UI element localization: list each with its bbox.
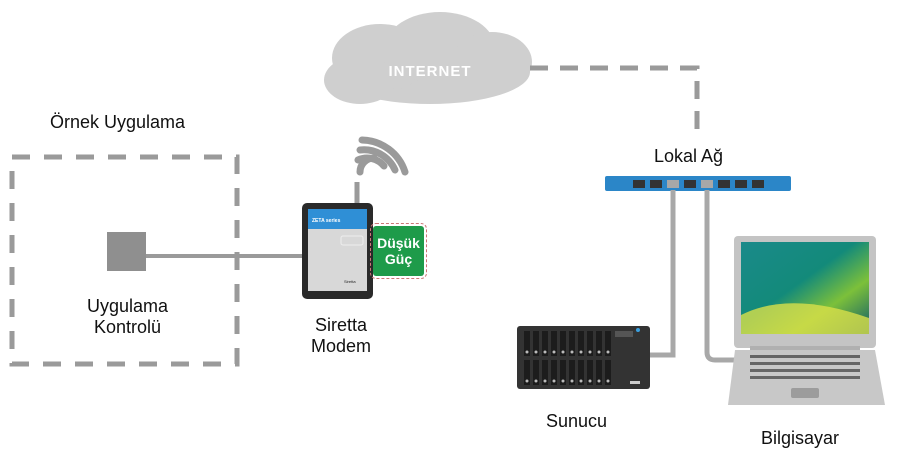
switch-server-cable: [650, 190, 676, 358]
internet-cloud-icon: [324, 12, 532, 104]
modem-brand-text: ZETA series: [312, 218, 341, 224]
wifi-signal-icon: [354, 136, 409, 176]
modem-label: Siretta Modem: [296, 315, 386, 357]
switch-laptop-cable: [704, 190, 735, 363]
app-control-icon: [107, 232, 146, 271]
example-app-boundary: [9, 154, 240, 367]
server-label: Sunucu: [546, 411, 608, 431]
app-control-label: Uygulama Kontrolü: [70, 296, 185, 338]
low-power-badge-line2: Güç: [384, 251, 413, 267]
local-network-label: Lokal Ağ: [654, 146, 724, 166]
computer-label: Bilgisayar: [761, 428, 840, 448]
network-switch-icon: [605, 176, 791, 191]
modem-logo-text: Siretta: [344, 279, 356, 284]
internet-label: INTERNET: [389, 63, 472, 80]
example-app-label: Örnek Uygulama: [50, 112, 186, 132]
app-control-label-line2: Kontrolü: [93, 317, 162, 337]
app-control-label-line1: Uygulama: [86, 296, 169, 316]
low-power-badge-line1: Düşük: [377, 235, 420, 251]
modem-label-line2: Modem: [310, 336, 372, 356]
laptop-icon: [728, 236, 885, 405]
server-icon: [517, 326, 650, 389]
internet-link-line: [530, 65, 700, 140]
modem-label-line1: Siretta: [314, 315, 368, 335]
modem-device-icon: ZETA series Siretta: [302, 203, 373, 299]
low-power-badge: Düşük Güç: [370, 223, 427, 279]
